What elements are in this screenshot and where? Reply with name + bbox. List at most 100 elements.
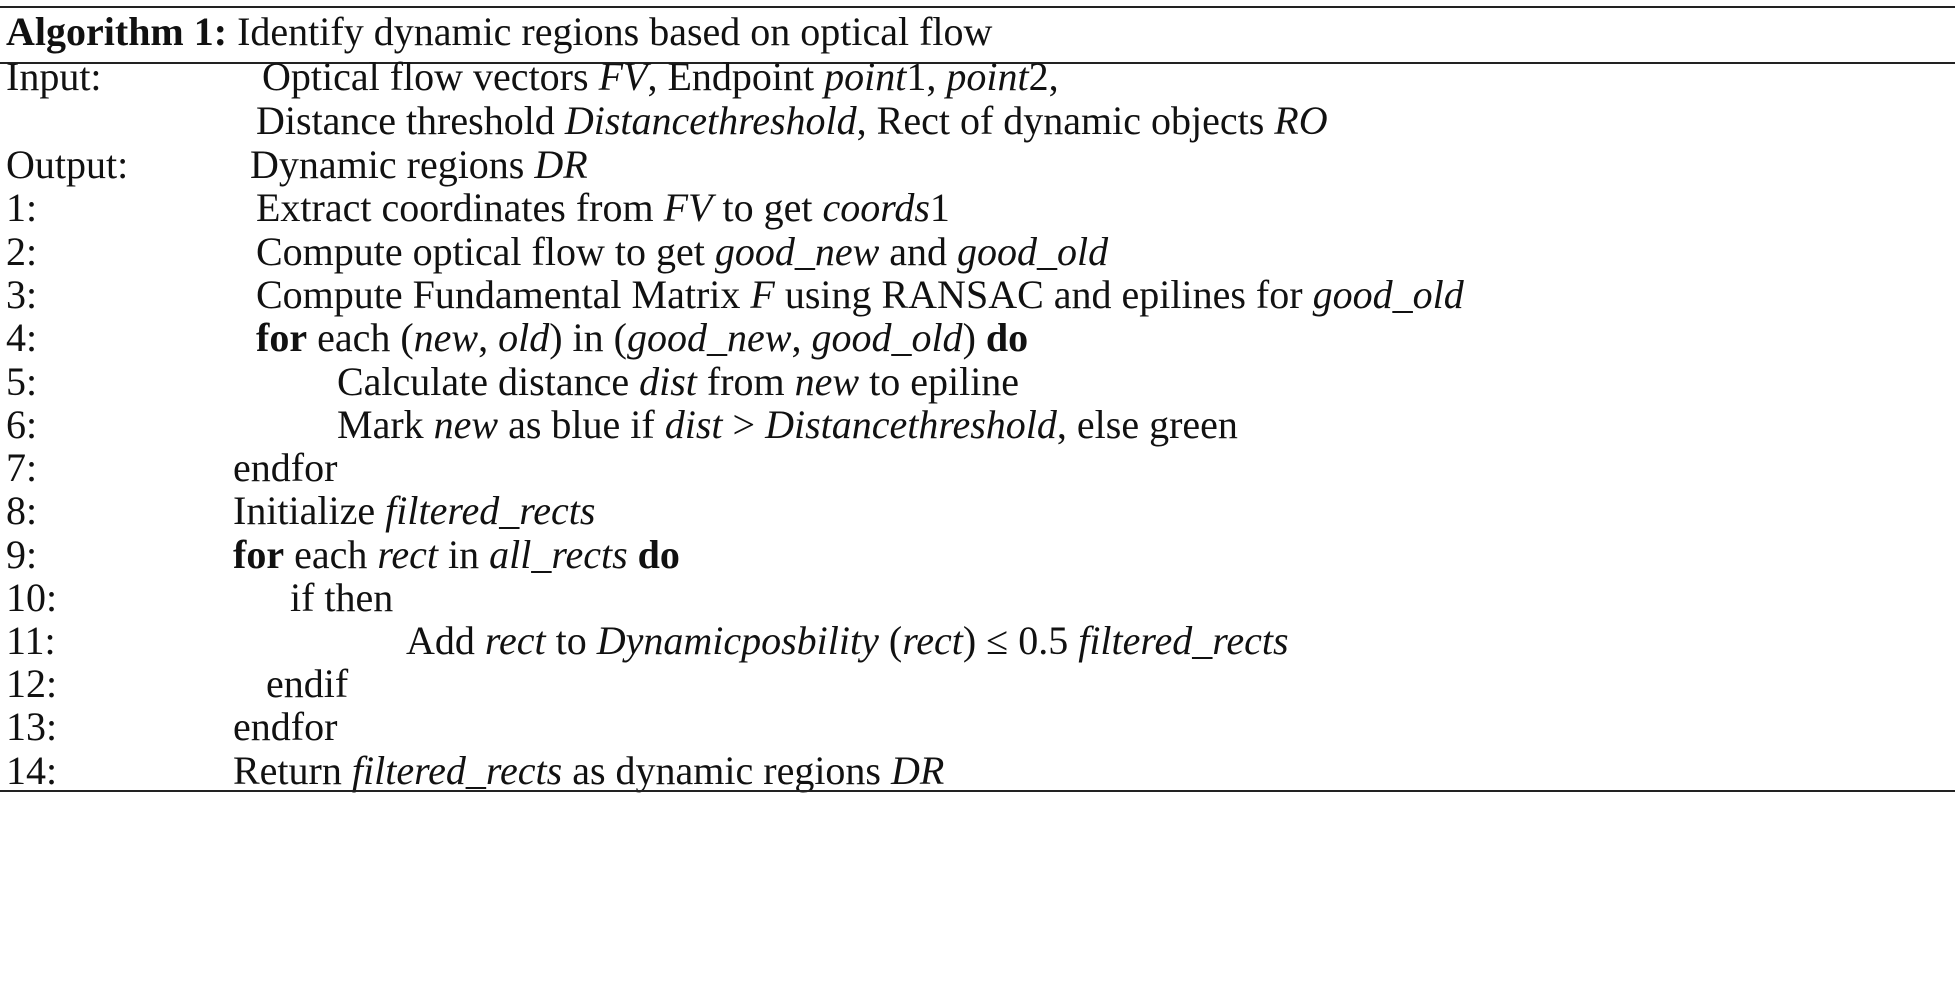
- var-span: Distancethreshold: [564, 98, 857, 143]
- input-label: Input:: [6, 54, 102, 99]
- bottom-rule: [0, 790, 1955, 792]
- input-row: Input: Optical flow vectors FV, Endpoint…: [0, 50, 1955, 104]
- text-span: , else green: [1056, 402, 1238, 447]
- step-text: Extract coordinates from FV to get coord…: [256, 181, 950, 235]
- text-span: Calculate distance: [337, 359, 640, 404]
- var-span: FV: [663, 185, 713, 230]
- text-span: Compute Fundamental Matrix: [256, 272, 751, 317]
- step-number: 4:: [6, 315, 38, 360]
- algorithm-title-text: Identify dynamic regions based on optica…: [237, 9, 993, 54]
- text-span: ): [962, 315, 986, 360]
- text-span: to get: [712, 185, 823, 230]
- var-span: rect: [902, 618, 963, 663]
- step-row: 3: Compute Fundamental Matrix F using RA…: [0, 268, 1955, 322]
- input-text-line1: Optical flow vectors FV, Endpoint point1…: [262, 50, 1059, 104]
- step-text: endfor: [233, 700, 337, 754]
- text-span: ) ≤ 0.5: [962, 618, 1079, 663]
- var-span: good_new: [627, 315, 792, 360]
- text-span: Optical flow vectors: [262, 54, 599, 99]
- title-rule: [0, 62, 1955, 64]
- top-rule: [0, 6, 1955, 8]
- var-span: good_old: [811, 315, 963, 360]
- step-row: 13: endfor: [0, 700, 1955, 754]
- var-span: dist: [664, 402, 723, 447]
- text-span: to: [545, 618, 597, 663]
- step-text: Mark new as blue if dist > Distancethres…: [337, 398, 1238, 452]
- text-span: using RANSAC and epilines for: [774, 272, 1313, 317]
- var-span: point: [824, 54, 907, 99]
- var-span: good_old: [957, 229, 1109, 274]
- input-row-continued: Distance threshold Distancethreshold, Re…: [0, 94, 1955, 148]
- step-text: if then: [290, 571, 393, 625]
- var-span: Distancethreshold: [765, 402, 1057, 447]
- step-text: Compute Fundamental Matrix F using RANSA…: [256, 268, 1464, 322]
- text-span: endfor: [233, 704, 338, 749]
- step-row: 2: Compute optical flow to get good_new …: [0, 225, 1955, 279]
- step-text: for each (new, old) in (good_new, good_o…: [256, 311, 1028, 365]
- step-text: Add rect to Dynamicposbility (rect) ≤ 0.…: [406, 614, 1289, 668]
- text-span: 2,: [1028, 54, 1059, 99]
- var-span: filtered_rects: [385, 488, 596, 533]
- step-row: 1: Extract coordinates from FV to get co…: [0, 181, 1955, 235]
- var-span: DR: [534, 142, 588, 187]
- step-text: endif: [266, 657, 348, 711]
- step-number: 12:: [6, 661, 58, 706]
- keyword-span: do: [985, 315, 1029, 360]
- text-span: Compute optical flow to get: [256, 229, 715, 274]
- step-number: 7:: [6, 445, 38, 490]
- text-span: endfor: [233, 445, 338, 490]
- keyword-span: for: [233, 532, 285, 577]
- step-number: 9:: [6, 532, 38, 577]
- var-span: new: [794, 359, 860, 404]
- text-span: if then: [290, 575, 394, 620]
- step-number: 14:: [6, 748, 58, 793]
- step-row: 9: for each rect in all_rects do: [0, 528, 1955, 582]
- step-number: 13:: [6, 704, 58, 749]
- text-span: Return: [233, 748, 352, 793]
- step-text: Return filtered_rects as dynamic regions…: [233, 744, 944, 798]
- var-span: old: [498, 315, 550, 360]
- var-span: new: [413, 315, 479, 360]
- text-span: endif: [266, 661, 349, 706]
- text-span: in: [438, 532, 490, 577]
- step-row: 5: Calculate distance dist from new to e…: [0, 355, 1955, 409]
- step-text: endfor: [233, 441, 337, 495]
- output-label: Output:: [6, 142, 129, 187]
- algorithm-label: Algorithm 1:: [6, 9, 228, 54]
- var-span: F: [750, 272, 775, 317]
- var-span: new: [433, 402, 499, 447]
- output-row: Output: Dynamic regions DR: [0, 138, 1955, 192]
- algorithm-title: Algorithm 1: Identify dynamic regions ba…: [6, 4, 992, 60]
- step-number: 8:: [6, 488, 38, 533]
- step-text: Calculate distance dist from new to epil…: [337, 355, 1019, 409]
- step-row: 10: if then: [0, 571, 1955, 625]
- step-number: 11:: [6, 618, 56, 663]
- var-span: rect: [377, 532, 439, 577]
- step-text: Initialize filtered_rects: [233, 484, 595, 538]
- step-number: 3:: [6, 272, 38, 317]
- text-span: as dynamic regions: [562, 748, 891, 793]
- text-span: ) in (: [549, 315, 627, 360]
- var-span: filtered_rects: [351, 748, 563, 793]
- step-row: 7: endfor: [0, 441, 1955, 495]
- var-span: all_rects: [489, 532, 628, 577]
- var-span: DR: [891, 748, 945, 793]
- var-span: RO: [1274, 98, 1328, 143]
- step-number: 6:: [6, 402, 38, 447]
- var-span: good_new: [714, 229, 880, 274]
- var-span: Dynamicposbility: [596, 618, 879, 663]
- step-text: Compute optical flow to get good_new and…: [256, 225, 1108, 279]
- step-number: 2:: [6, 229, 38, 274]
- var-span: FV: [598, 54, 648, 99]
- text-span: as blue if: [498, 402, 665, 447]
- text-span: >: [722, 402, 766, 447]
- text-span: , Endpoint: [647, 54, 825, 99]
- text-span: Add: [406, 618, 485, 663]
- step-row: 6: Mark new as blue if dist > Distanceth…: [0, 398, 1955, 452]
- step-text: for each rect in all_rects do: [233, 528, 680, 582]
- text-span: Mark: [337, 402, 434, 447]
- step-row: 14: Return filtered_rects as dynamic reg…: [0, 744, 1955, 798]
- step-row: 12: endif: [0, 657, 1955, 711]
- text-span: ,: [791, 315, 812, 360]
